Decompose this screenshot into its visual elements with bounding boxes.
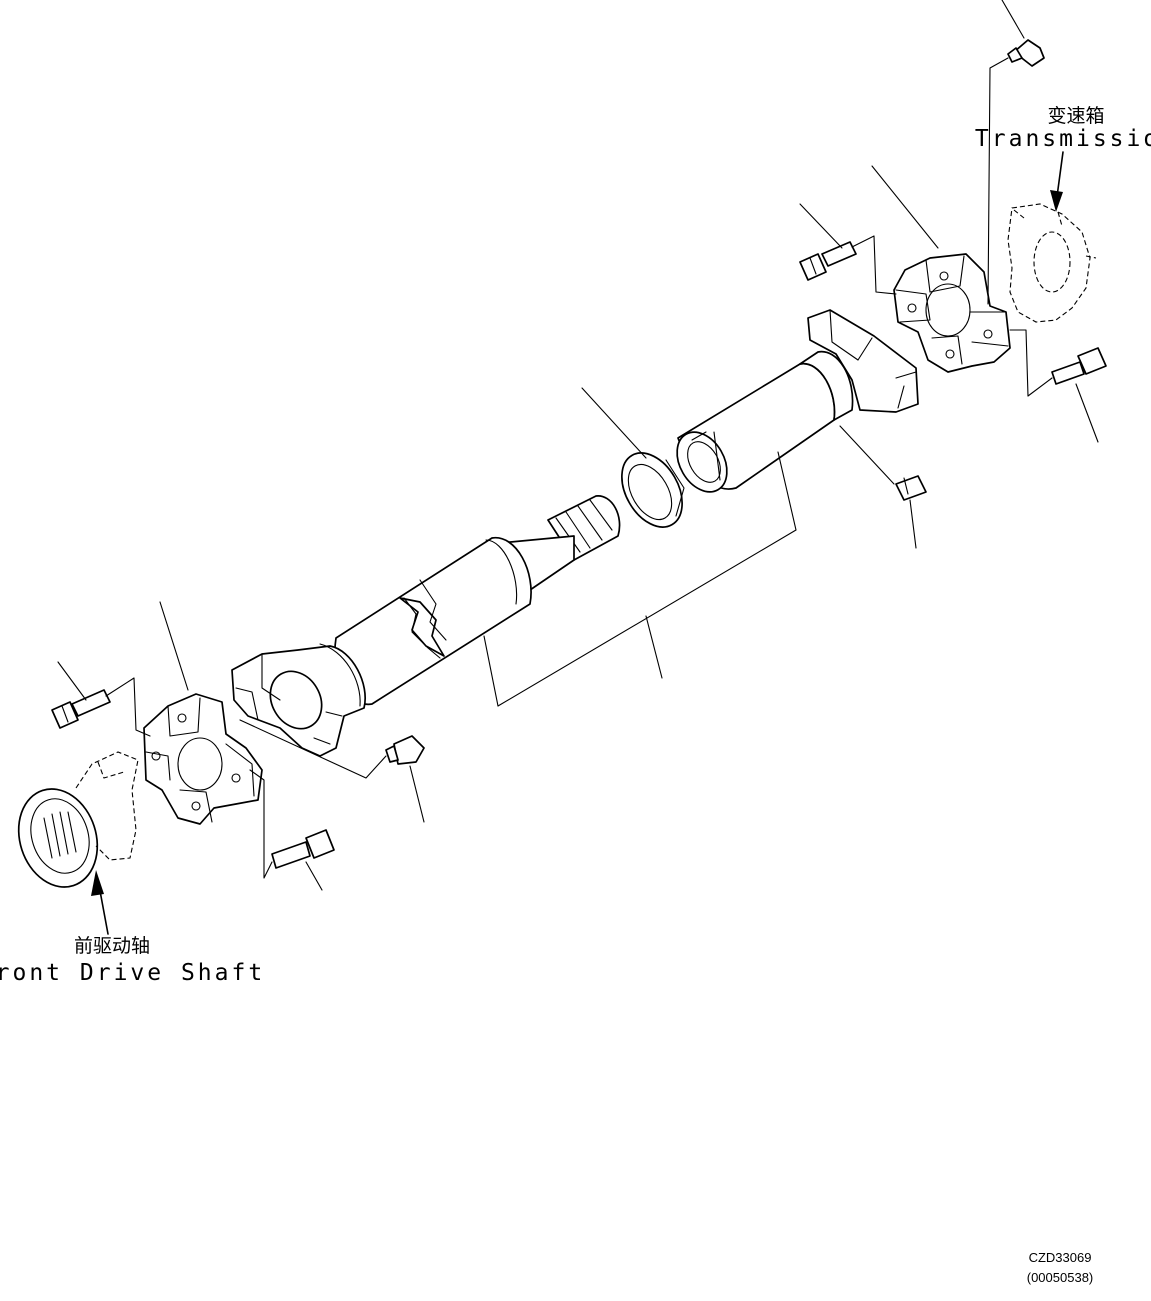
front-grease-fitting-callout [409, 765, 425, 823]
rear-bolt-lower [1051, 347, 1107, 385]
rear-bolt-upper-leader [851, 235, 897, 295]
front-bolt-lower-leader [249, 769, 273, 879]
front-bolt-upper-callout [57, 661, 87, 701]
front-tube-yoke [231, 643, 366, 757]
front-bolt-upper [51, 689, 111, 729]
transmission-label-cn: 变速箱 [1047, 105, 1104, 127]
dust-seal-ring [621, 452, 685, 528]
front-grease-fitting-leader [239, 719, 387, 779]
front-bolt-upper-leader [105, 677, 151, 737]
rear-bolt-upper-callout [799, 203, 843, 249]
rear-bolt-upper [799, 241, 857, 281]
rear-bolt-lower-callout [1075, 383, 1099, 443]
rear-spider-bearing-kit [893, 253, 1011, 373]
drawing-serial: (00050538) [1027, 1270, 1094, 1285]
dust-seal-ring-callout [581, 387, 647, 459]
front-bolt-lower [271, 829, 335, 869]
transmission-label-en: Transmission [975, 126, 1151, 152]
rear-bolt-lower-leader [1009, 329, 1053, 397]
drawing-code: CZD33069 [1029, 1250, 1092, 1265]
front-shaft-label-cn: 前驱动轴 [74, 935, 150, 957]
rear-grease-fitting-top-callout [1001, 0, 1025, 39]
yoke-grease-fitting-callout [909, 499, 917, 549]
front-grease-fitting [385, 735, 425, 765]
front-bolt-lower-callout [305, 861, 323, 891]
yoke-grease-fitting-leader [839, 425, 895, 485]
rear-grease-fitting-top-leader [987, 57, 1009, 305]
shaft-assembly-bracket [483, 451, 797, 707]
front-shaft-arrow [91, 870, 109, 935]
front-shaft-label-en: Front Drive Shaft [0, 960, 265, 986]
yoke-grease-fitting [895, 475, 927, 501]
transmission-housing [1007, 203, 1097, 323]
rear-spider-callout [871, 165, 939, 249]
rear-grease-fitting-top [1007, 39, 1045, 67]
front-spider-bearing-kit [143, 693, 263, 825]
drive-shaft-tube [334, 495, 621, 705]
front-drive-shaft-flange [17, 751, 139, 888]
front-spider-callout [159, 601, 189, 691]
transmission-arrow [1050, 151, 1064, 212]
slip-yoke-sleeve [676, 309, 919, 493]
